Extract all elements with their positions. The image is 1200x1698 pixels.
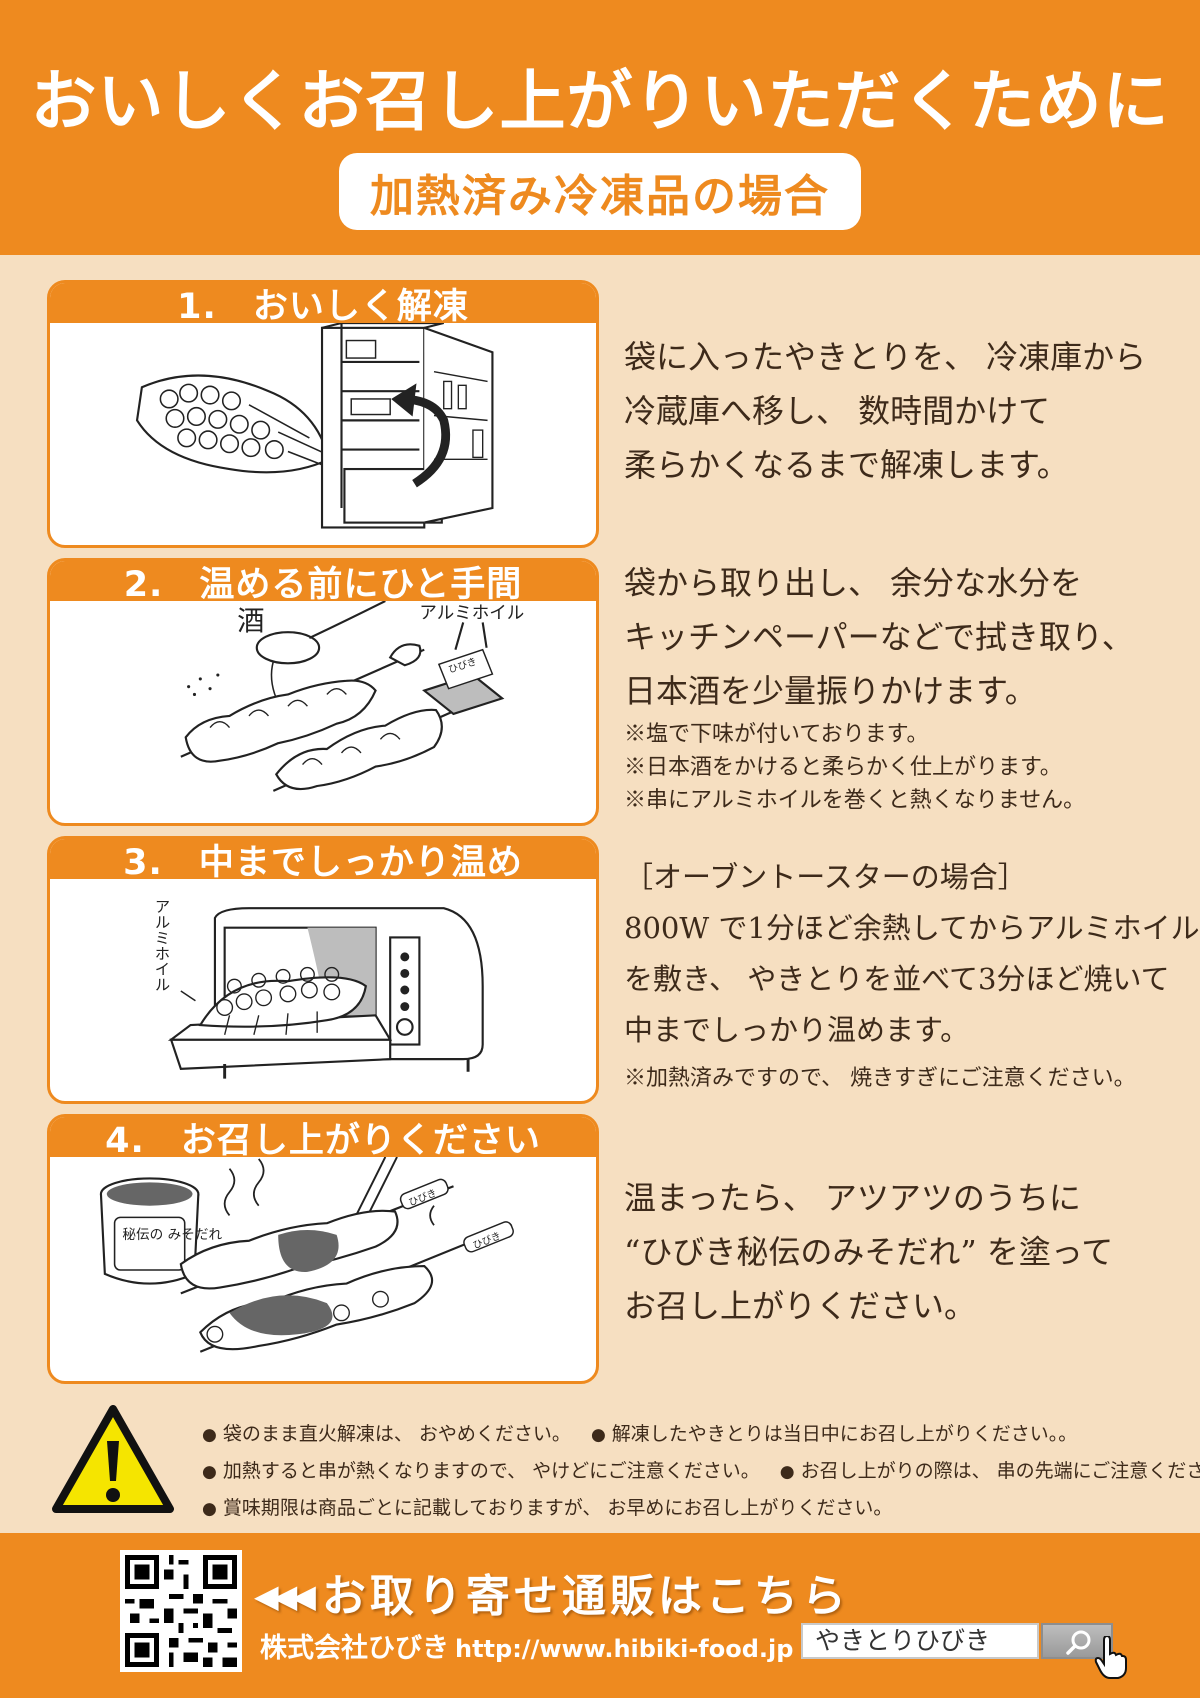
foil-label: アルミホイル (152, 898, 170, 991)
yakitori-skewer-illustration: ひびき (199, 1221, 514, 1353)
qr-code[interactable] (120, 1550, 242, 1672)
step-4-line: “ひびき秘伝のみそだれ” を塗って (624, 1233, 1114, 1271)
hand-cursor-icon (1094, 1636, 1127, 1679)
warning-row: 賞味期限は商品ごとに記載しておりますが、 お早めにお召し上がりください。 (202, 1490, 1182, 1527)
yakitori-tray-illustration (198, 966, 368, 1035)
step-1-description: 袋に入ったやきとりを、 冷凍庫から 冷蔵庫へ移し、 数時間かけて 柔らかくなるま… (624, 330, 1184, 492)
refrigerator-illustration (320, 323, 494, 529)
step-2-heading: 2. 温める前にひと手間 (50, 561, 596, 605)
step-3-illustration: アルミホイル (50, 879, 596, 1101)
miso-sauce-illustration: 秘伝の みそだれ ひびき (99, 1157, 514, 1353)
step-2-note: ※塩で下味が付いております。 (624, 722, 929, 747)
step-3-note: ※加熱済みですので、 焼きすぎにご注意ください。 (624, 1066, 1136, 1091)
page-subtitle: 加熱済み冷凍品の場合 (339, 153, 861, 230)
order-heading-text: お取り寄せ通販はこちら (321, 1571, 850, 1622)
step-1-line: 冷蔵庫へ移し、 数時間かけて (624, 392, 1051, 430)
step-2-description: 袋から取り出し、 余分な水分を キッチンペーパーなどで拭き取り、 日本酒を少量振… (624, 556, 1184, 817)
jar-label: 秘伝の みそだれ (122, 1227, 222, 1243)
triple-arrow-icon: ◀◀◀ (254, 1577, 316, 1615)
yakitori-skewer-illustration (272, 697, 484, 792)
search-input[interactable]: やきとりひびき (801, 1623, 1039, 1659)
step-1-line: 袋に入ったやきとりを、 冷凍庫から (624, 338, 1147, 376)
toaster-oven-illustration: アルミホイル (152, 898, 484, 1079)
company-url-link[interactable]: http://www.hibiki-food.jp (455, 1635, 794, 1663)
step-2-line: キッチンペーパーなどで拭き取り、 (624, 618, 1134, 656)
step-4-line: 温まったら、 アツアツのうちに (624, 1179, 1081, 1217)
step-4-illustration: 秘伝の みそだれ ひびき (50, 1157, 596, 1381)
warning-item: 解凍したやきとりは当日中にお召し上がりください。。 (591, 1423, 1077, 1445)
step-1-line: 柔らかくなるまで解凍します。 (624, 446, 1069, 484)
step-2-note: ※日本酒をかけると柔らかく仕上がります。 (624, 755, 1062, 780)
sake-label: 酒 (237, 606, 264, 637)
header-banner: おいしくお召し上がりいただくために 加熱済み冷凍品の場合 (0, 0, 1200, 255)
warning-item: 加熱すると串が熱くなりますので、 やけどにご注意ください。 (202, 1460, 760, 1482)
warning-icon (52, 1405, 174, 1513)
step-4-heading: 4. お召し上がりください (50, 1117, 596, 1161)
warning-item: 袋のまま直火解凍は、 おやめください。 (202, 1423, 571, 1445)
yakitori-skewer-illustration: ひびき (179, 1178, 454, 1295)
move-arrow-illustration (399, 394, 451, 488)
company-name: 株式会社ひびき (260, 1633, 449, 1664)
warning-item: お召し上がりの際は、 串の先端にご注意ください。 (780, 1460, 1200, 1482)
freezer-thaw-illustration (135, 323, 494, 529)
step-2-illustration: 酒 アルミホイル ひび (50, 601, 596, 823)
miso-jar-illustration: 秘伝の みそだれ (99, 1177, 222, 1285)
warning-row: 袋のまま直火解凍は、 おやめください。 解凍したやきとりは当日中にお召し上がりく… (202, 1416, 1182, 1453)
search-icon (1066, 1630, 1091, 1655)
step-2-line: 日本酒を少量振りかけます。 (624, 672, 1037, 710)
step-2-panel: 2. 温める前にひと手間 酒 アルミホイル (47, 558, 599, 826)
step-4-line: お召し上がりください。 (624, 1287, 977, 1325)
warning-row: 加熱すると串が熱くなりますので、 やけどにご注意ください。 お召し上がりの際は、… (202, 1453, 1200, 1490)
step-3-heading: 3. 中までしっかり温め (50, 839, 596, 883)
warning-item: 賞味期限は商品ごとに記載しておりますが、 お早めにお召し上がりください。 (202, 1497, 892, 1519)
step-4-description: 温まったら、 アツアツのうちに “ひびき秘伝のみそだれ” を塗って お召し上がり… (624, 1171, 1184, 1333)
yakitori-bag-illustration (135, 374, 331, 474)
step-3-line: 800W で1分ほど余熱してからアルミホイル (624, 911, 1200, 945)
step-3-line: を敷き、 やきとりを並べて3分ほど焼いて (624, 962, 1170, 996)
step-1-illustration (50, 323, 596, 545)
sake-sprinkle-illustration: 酒 アルミホイル ひび (180, 601, 524, 792)
step-3-panel: 3. 中までしっかり温め アルミホイル (47, 836, 599, 1104)
step-3-line: 中までしっかり温めます。 (624, 1013, 970, 1047)
step-3-description: ［オーブントースターの場合］ 800W で1分ほど余熱してからアルミホイル を敷… (624, 852, 1200, 1095)
step-3-line: ［オーブントースターの場合］ (624, 860, 1027, 894)
step-1-panel: 1. おいしく解凍 (47, 280, 599, 548)
step-2-line: 袋から取り出し、 余分な水分を (624, 564, 1083, 602)
step-2-note: ※串にアルミホイルを巻くと熱くなりません。 (624, 788, 1086, 813)
step-1-heading: 1. おいしく解凍 (50, 283, 596, 327)
warning-list: 袋のまま直火解凍は、 おやめください。 解凍したやきとりは当日中にお召し上がりく… (202, 1416, 1200, 1527)
foil-label: アルミホイル (419, 604, 524, 624)
order-heading: ◀◀◀お取り寄せ通販はこちら (254, 1560, 850, 1624)
search-button[interactable] (1041, 1623, 1113, 1659)
page-title: おいしくお召し上がりいただくために (30, 63, 1170, 140)
yakitori-skewer-illustration (180, 643, 425, 763)
step-4-panel: 4. お召し上がりください 秘伝の みそだれ ひびき (47, 1114, 599, 1384)
